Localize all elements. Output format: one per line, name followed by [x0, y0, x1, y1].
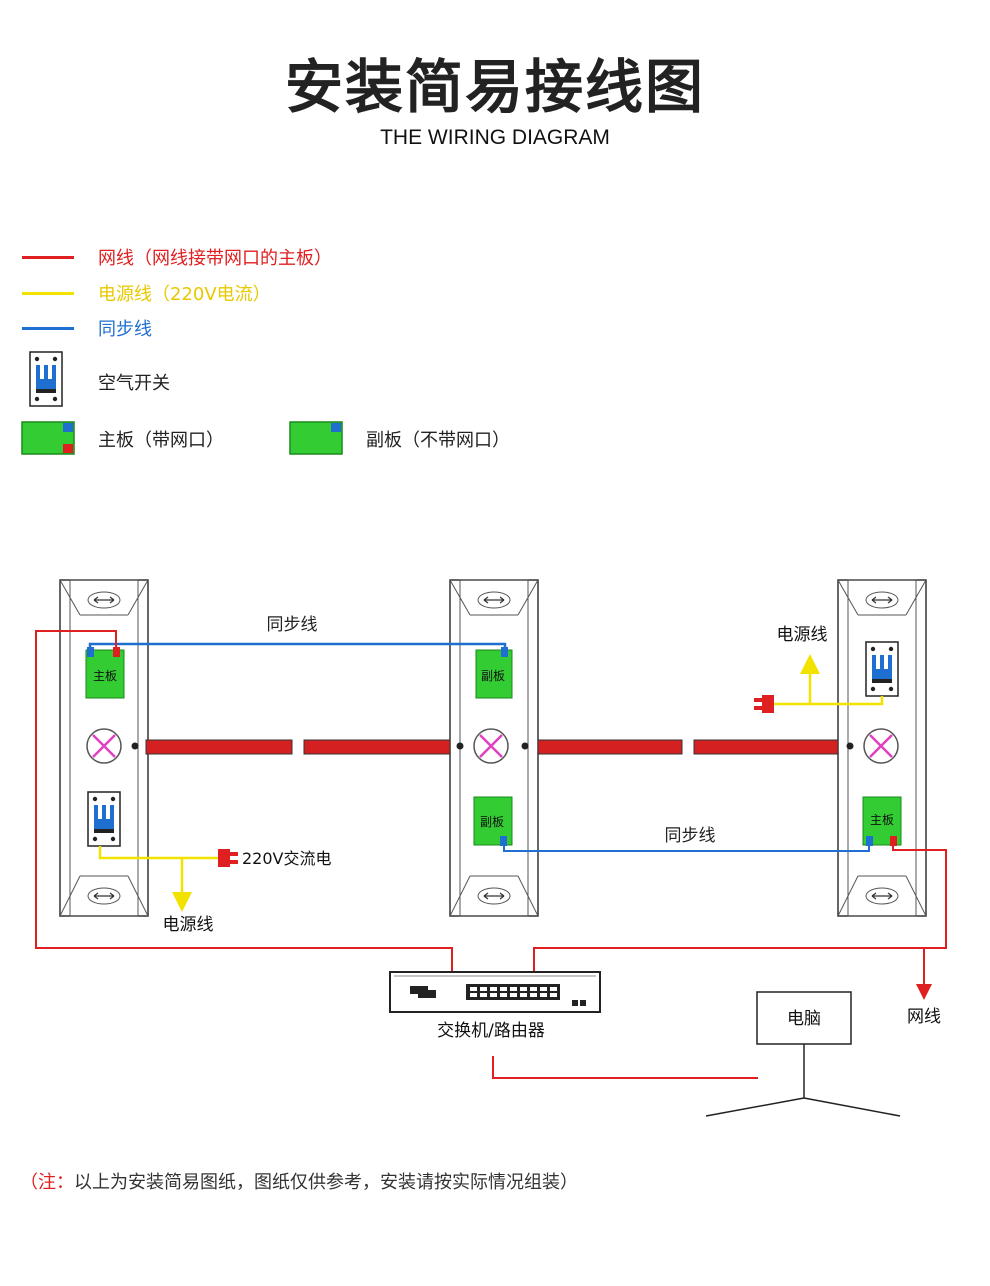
- network-line-swatch: [22, 255, 74, 259]
- air-switch-right: [865, 641, 899, 697]
- power-line-label-right: 电源线: [777, 625, 828, 645]
- turnstile-post-left: [59, 579, 149, 917]
- note-body: 以上为安装简易图纸，图纸仅供参考，安装请按实际情况组装: [74, 1172, 560, 1193]
- sync-lines: [88, 642, 870, 852]
- legend-power-label: 电源线（220V电流）: [98, 284, 271, 305]
- air-switch-icon: [29, 351, 63, 407]
- indicator-light-icon: [869, 734, 893, 758]
- power-plug-icon: [754, 695, 774, 713]
- main-board-left-label: 主板: [93, 669, 117, 683]
- main-board-icon: [21, 421, 75, 455]
- direction-arrow-icon: [477, 591, 511, 609]
- legend-sync-label: 同步线: [98, 319, 152, 340]
- legend-icons: [21, 351, 343, 455]
- power-plug-icon: [218, 849, 238, 867]
- ac-power-label: 220V交流电: [242, 849, 332, 868]
- legend-power: 电源线（220V电流）: [22, 278, 271, 308]
- note-open: （注：: [20, 1172, 74, 1193]
- sync-line-label-top: 同步线: [267, 615, 318, 635]
- sub-board-middle-bottom-label: 副板: [480, 815, 504, 829]
- sub-board-middle-top: 副板: [475, 647, 513, 699]
- sync-line-swatch: [22, 326, 74, 330]
- legend-sub-board-label: 副板（不带网口）: [366, 430, 510, 451]
- computer-label: 电脑: [787, 1009, 821, 1029]
- page-subtitle: THE WIRING DIAGRAM: [380, 126, 610, 149]
- sync-line-label-bottom: 同步线: [665, 826, 716, 846]
- legend-air-switch-label: 空气开关: [98, 373, 170, 394]
- power-line-swatch: [22, 291, 74, 295]
- main-board-right: 主板: [862, 796, 902, 846]
- network-lines: [35, 630, 947, 1079]
- direction-arrow-icon: [87, 887, 121, 905]
- sub-board-middle-bottom: 副板: [473, 796, 513, 846]
- footer-note: （注：以上为安装简易图纸，图纸仅供参考，安装请按实际情况组装）: [20, 1168, 578, 1194]
- power-line-label-left: 电源线: [163, 915, 214, 935]
- wiring-diagram: 主板 副板 副板 主板 同步线 同步线: [35, 579, 947, 1117]
- legend-network: 网线（网线接带网口的主板）: [22, 242, 332, 272]
- switch-router-label: 交换机/路由器: [437, 1021, 545, 1041]
- network-line-label: 网线: [907, 1007, 941, 1027]
- sub-board-middle-top-label: 副板: [481, 669, 505, 683]
- legend-sync: 同步线: [22, 313, 152, 343]
- air-switch-left: [87, 791, 121, 847]
- sub-board-icon: [289, 421, 343, 455]
- main-board-left: 主板: [85, 647, 125, 699]
- note-close: ）: [560, 1172, 578, 1193]
- direction-arrow-icon: [865, 591, 899, 609]
- direction-arrow-icon: [865, 887, 899, 905]
- indicator-light-icon: [92, 734, 116, 758]
- indicator-light-icon: [479, 734, 503, 758]
- computer-icon: [705, 991, 901, 1117]
- direction-arrow-icon: [477, 887, 511, 905]
- power-lines: [98, 654, 884, 912]
- network-switch: [389, 971, 601, 1013]
- direction-arrow-icon: [87, 591, 121, 609]
- main-board-right-label: 主板: [870, 813, 894, 827]
- turnstile-post-middle: [449, 579, 539, 917]
- page-title: 安装简易接线图: [284, 53, 705, 121]
- turnstile-post-right: [837, 579, 927, 917]
- legend-main-board-label: 主板（带网口）: [98, 430, 224, 451]
- legend-network-label: 网线（网线接带网口的主板）: [98, 248, 332, 269]
- barrier-arms: [145, 739, 839, 755]
